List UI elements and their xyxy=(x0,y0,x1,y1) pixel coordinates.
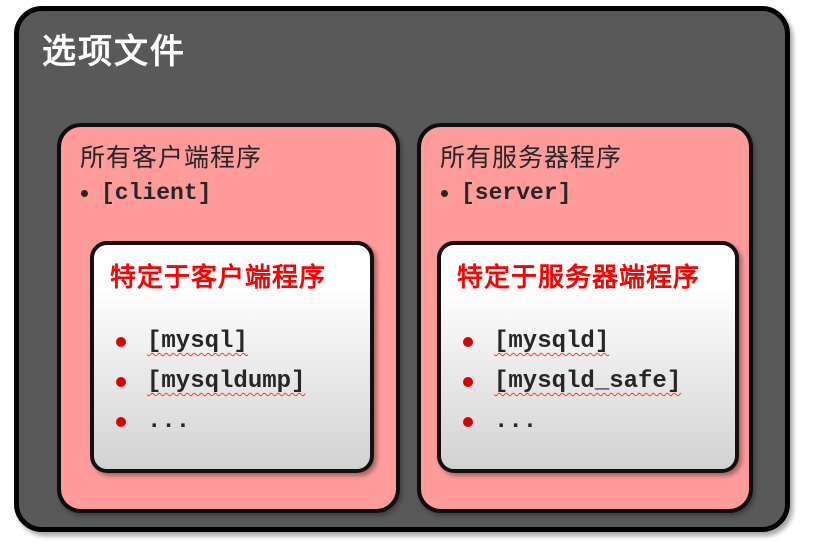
panel-server-header: 所有服务器程序 xyxy=(440,144,623,172)
server-specific-box: 特定于服务器端程序 [mysqld] [mysqld_safe] ... xyxy=(437,241,739,473)
client-specific-box: 特定于客户端程序 [mysql] [mysqldump] ... xyxy=(90,241,374,473)
server-group-list: [mysqld] [mysqld_safe] ... xyxy=(441,328,735,435)
group-name-mysqld: [mysqld] xyxy=(494,328,610,355)
ellipsis-label: ... xyxy=(494,408,538,435)
server-specific-title: 特定于服务器端程序 xyxy=(457,262,701,292)
client-group-list: [mysql] [mysqldump] ... xyxy=(94,328,370,435)
group-name-server: [server] xyxy=(461,180,572,206)
list-item: [mysql] xyxy=(116,328,370,355)
list-item: ... xyxy=(116,408,370,435)
panel-server-group-row: [server] xyxy=(441,180,749,206)
bullet-icon xyxy=(81,189,88,197)
group-name-client: [client] xyxy=(101,180,212,206)
bullet-icon xyxy=(463,376,473,387)
bullet-icon xyxy=(116,336,126,347)
panel-client-programs: 所有客户端程序 [client] 特定于客户端程序 [mysql] [mysql… xyxy=(57,123,400,513)
group-name-mysqldump: [mysqldump] xyxy=(147,368,306,395)
bullet-icon xyxy=(116,416,126,427)
list-item: [mysqldump] xyxy=(116,368,370,395)
group-name-mysql: [mysql] xyxy=(147,328,248,355)
option-files-container: 选项文件 所有客户端程序 [client] 特定于客户端程序 [mysql] [… xyxy=(14,6,790,532)
list-item: [mysqld] xyxy=(463,328,735,355)
group-name-mysqld-safe: [mysqld_safe] xyxy=(494,368,682,395)
panel-client-group-row: [client] xyxy=(81,180,396,206)
list-item: [mysqld_safe] xyxy=(463,368,735,395)
bullet-icon xyxy=(463,336,473,347)
list-item: ... xyxy=(463,408,735,435)
bullet-icon xyxy=(463,416,473,427)
panel-client-header: 所有客户端程序 xyxy=(80,144,263,172)
panel-server-programs: 所有服务器程序 [server] 特定于服务器端程序 [mysqld] [mys… xyxy=(417,123,753,513)
bullet-icon xyxy=(116,376,126,387)
ellipsis-label: ... xyxy=(147,408,191,435)
bullet-icon xyxy=(441,189,448,197)
client-specific-title: 特定于客户端程序 xyxy=(110,262,327,292)
page-title: 选项文件 xyxy=(42,33,186,71)
